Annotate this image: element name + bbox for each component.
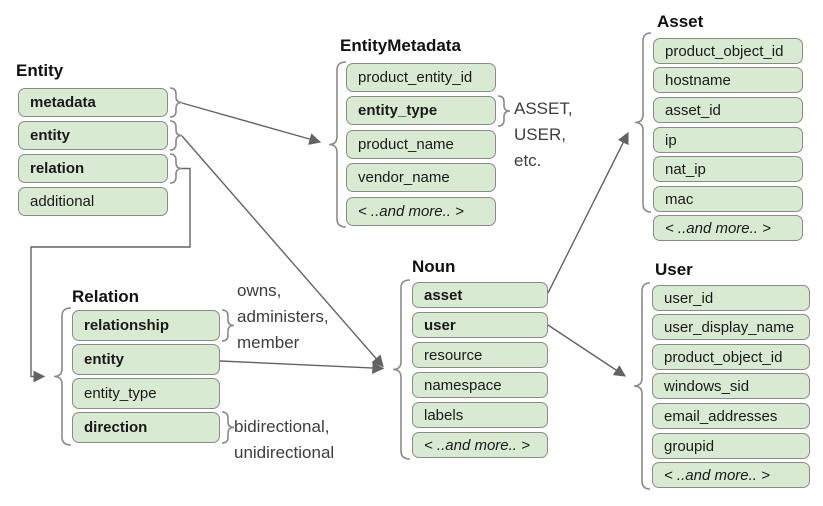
brace-entity-relation <box>169 153 183 184</box>
field-relation-entity: entity <box>72 344 220 375</box>
field-user-user-display-name: user_display_name <box>652 314 810 340</box>
field-noun-labels: labels <box>412 402 548 428</box>
annotation-line: USER, <box>514 125 566 144</box>
field-entitymetadata-and-more: < ..and more.. > <box>346 197 496 226</box>
annotation-direction-values: bidirectional, unidirectional <box>234 414 334 466</box>
annotation-line: bidirectional, <box>234 417 330 436</box>
field-noun-namespace: namespace <box>412 372 548 398</box>
field-user-email-addresses: email_addresses <box>652 403 810 429</box>
brace-relation-left <box>53 307 72 446</box>
annotation-relationship-values: owns, administers, member <box>237 278 329 356</box>
field-entitymetadata-entity-type: entity_type <box>346 96 496 125</box>
field-user-windows-sid: windows_sid <box>652 373 810 399</box>
brace-entity-metadata <box>169 87 183 118</box>
table-title-user: User <box>655 260 693 279</box>
brace-entity-entity <box>169 120 183 151</box>
field-relation-relationship: relationship <box>72 310 220 341</box>
table-title-relation: Relation <box>72 287 140 306</box>
field-entity-relation: relation <box>18 154 168 183</box>
field-asset-product-object-id: product_object_id <box>653 38 803 64</box>
annotation-line: owns, <box>237 281 282 300</box>
field-noun-asset: asset <box>412 282 548 308</box>
field-asset-ip: ip <box>653 127 803 153</box>
field-entity-additional: additional <box>18 187 168 216</box>
connector-relation-entity-to-noun <box>219 360 385 374</box>
annotation-line: etc. <box>514 151 542 170</box>
field-noun-and-more: < ..and more.. > <box>412 432 548 458</box>
table-title-noun: Noun <box>412 257 456 276</box>
field-asset-nat-ip: nat_ip <box>653 156 803 182</box>
field-asset-hostname: hostname <box>653 67 803 93</box>
field-user-user-id: user_id <box>652 285 810 311</box>
table-title-asset: Asset <box>657 12 704 31</box>
field-entitymetadata-product-entity-id: product_entity_id <box>346 63 496 92</box>
brace-noun-left <box>392 279 411 460</box>
field-entitymetadata-vendor-name: vendor_name <box>346 163 496 192</box>
table-title-entity: Entity <box>16 61 64 80</box>
field-user-groupid: groupid <box>652 433 810 459</box>
brace-relationship-values <box>221 309 235 342</box>
brace-user-left <box>633 282 651 490</box>
connector-noun-user-to-user <box>547 324 626 377</box>
field-user-and-more: < ..and more.. > <box>652 462 810 488</box>
brace-entitymetadata-left <box>328 61 347 228</box>
brace-entitytype-values <box>497 95 511 127</box>
field-asset-and-more: < ..and more.. > <box>653 215 803 241</box>
annotation-entity-type-values: ASSET, USER, etc. <box>514 96 573 174</box>
field-relation-entity-type: entity_type <box>72 378 220 409</box>
annotation-line: member <box>237 333 300 352</box>
connector-entity-to-entitymetadata <box>181 102 322 145</box>
field-relation-direction: direction <box>72 412 220 443</box>
brace-direction-values <box>221 411 235 444</box>
field-asset-mac: mac <box>653 186 803 212</box>
field-noun-user: user <box>412 312 548 338</box>
annotation-line: unidirectional <box>234 443 335 462</box>
field-asset-asset-id: asset_id <box>653 97 803 123</box>
annotation-line: administers, <box>237 307 329 326</box>
field-entity-metadata: metadata <box>18 88 168 117</box>
field-user-product-object-id: product_object_id <box>652 344 810 370</box>
field-noun-resource: resource <box>412 342 548 368</box>
annotation-line: ASSET, <box>514 99 573 118</box>
table-title-entitymetadata: EntityMetadata <box>340 36 461 55</box>
field-entity-entity: entity <box>18 121 168 150</box>
field-entitymetadata-product-name: product_name <box>346 130 496 159</box>
brace-asset-left <box>634 32 652 213</box>
